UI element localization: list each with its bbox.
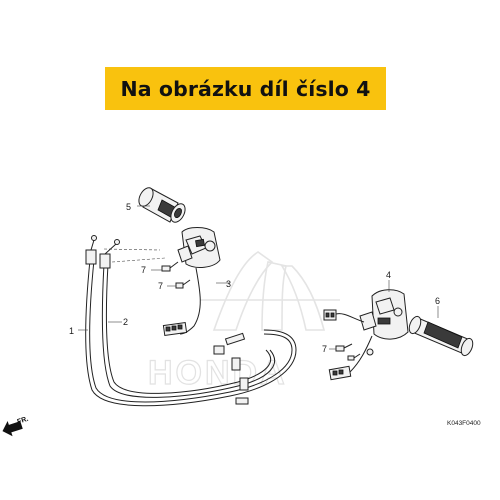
honda-wing-watermark: HONDA: [147, 251, 340, 393]
drawing-code: K043F0400: [447, 420, 481, 427]
banner-text: Na obrázku díl číslo 4: [120, 76, 371, 101]
left-lower-connector: [328, 365, 352, 381]
callout-7-b: 7: [158, 281, 163, 291]
screw-right-upper: [161, 261, 179, 272]
left-switch-housing: [359, 289, 409, 340]
front-direction-arrow: FR.: [2, 416, 29, 437]
right-grip: [138, 187, 186, 223]
part-number-banner: Na obrázku díl číslo 4: [105, 67, 386, 110]
callout-3: 3: [226, 279, 231, 289]
callout-4: 4: [386, 270, 391, 280]
left-grip: [408, 315, 474, 357]
callout-5: 5: [126, 202, 131, 212]
screw-right-lower: [175, 279, 191, 289]
screw-left: [335, 343, 353, 352]
callout-7-a: 7: [141, 265, 146, 275]
throttle-cable-2: [101, 263, 275, 398]
callout-2: 2: [123, 317, 128, 327]
callout-6: 6: [435, 296, 440, 306]
screw-left-lower: [347, 353, 361, 361]
throttle-cable-1: [85, 259, 297, 407]
callout-1: 1: [69, 326, 74, 336]
cable-end-fittings: [85, 235, 249, 405]
left-upper-connector: [323, 309, 337, 321]
right-switch-housing: [177, 227, 221, 268]
direction-label: FR.: [16, 416, 29, 426]
callout-7-c: 7: [322, 344, 327, 354]
right-switch-connector: [162, 321, 188, 337]
